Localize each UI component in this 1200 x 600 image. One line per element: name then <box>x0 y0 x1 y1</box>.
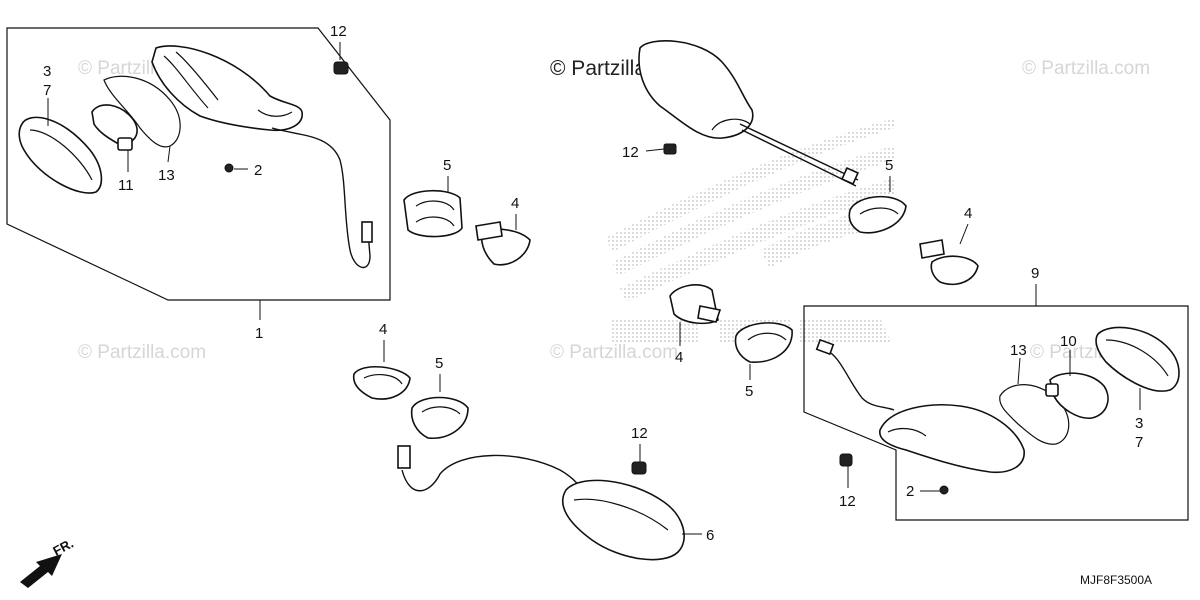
callout-9: 9 <box>1031 265 1039 282</box>
callout-2: 2 <box>254 162 262 179</box>
bracket-part-4[interactable] <box>352 365 411 400</box>
wire-right-upper <box>739 123 859 181</box>
callout-4: 4 <box>379 321 387 338</box>
callout-10: 10 <box>1060 333 1077 350</box>
grommet-part-5[interactable] <box>403 189 463 238</box>
screw-part-12[interactable] <box>839 453 853 467</box>
callout-12: 12 <box>330 23 347 40</box>
front-direction-arrow: FR. <box>20 536 76 588</box>
brand-wing-watermark <box>606 118 895 344</box>
callout-4: 4 <box>511 195 519 212</box>
screw-part-12[interactable] <box>663 143 677 155</box>
gasket-part-13[interactable] <box>999 384 1070 445</box>
callout-12: 12 <box>839 493 856 510</box>
leader-lines <box>47 42 1141 535</box>
lens-part-3[interactable] <box>1095 326 1180 392</box>
grommet-part-5[interactable] <box>410 396 469 439</box>
screw-part-12[interactable] <box>631 461 647 475</box>
callout-12: 12 <box>622 144 639 161</box>
connector-left[interactable] <box>361 221 373 243</box>
grommet-part-5[interactable] <box>848 195 907 234</box>
bracket-part-4[interactable] <box>919 239 979 286</box>
callout-11: 11 <box>118 177 134 194</box>
screw-part-2[interactable] <box>939 485 949 495</box>
screw-part-2[interactable] <box>224 163 234 173</box>
callout-1: 1 <box>255 325 263 342</box>
housing-left[interactable] <box>151 45 303 132</box>
connector-right-lower[interactable] <box>815 338 835 356</box>
wire-right-lower <box>825 349 895 411</box>
callout-13: 13 <box>158 167 175 184</box>
callout-12: 12 <box>631 425 648 442</box>
callout-3: 3 <box>43 63 51 80</box>
housing-right-upper[interactable] <box>638 40 754 139</box>
callout-5: 5 <box>885 157 893 174</box>
callout-7: 7 <box>1135 434 1143 451</box>
callout-4: 4 <box>964 205 972 222</box>
watermark-text: © Partzilla.com <box>78 342 206 363</box>
assembly-box-1 <box>6 27 391 301</box>
gasket-part-13[interactable] <box>103 75 181 148</box>
callout-5: 5 <box>745 383 753 400</box>
wire-left <box>271 127 371 268</box>
grommet-part-5[interactable] <box>734 322 793 363</box>
callout-7: 7 <box>43 82 51 99</box>
callout-4: 4 <box>675 349 683 366</box>
lamp-assembly-part-6[interactable] <box>561 479 685 561</box>
callout-labels: 3 7 11 13 2 12 5 4 1 12 5 4 9 4 5 4 5 12… <box>43 23 1143 544</box>
wire-lower <box>401 454 585 495</box>
watermark-text: © Partzilla.com <box>550 342 678 363</box>
bulb-part-10[interactable] <box>1045 372 1109 419</box>
callout-3: 3 <box>1135 415 1143 432</box>
callout-5: 5 <box>435 355 443 372</box>
assembly-box-9 <box>803 305 1189 521</box>
callout-5: 5 <box>443 157 451 174</box>
watermark-text: © Partzilla.com <box>1022 58 1150 79</box>
connector-right-upper[interactable] <box>841 167 859 185</box>
diagram-code: MJF8F3500A <box>1080 573 1152 587</box>
bracket-part-4[interactable] <box>475 221 531 266</box>
housing-right-lower[interactable] <box>879 404 1025 474</box>
bracket-part-4[interactable] <box>669 284 722 325</box>
callout-6: 6 <box>706 527 714 544</box>
front-label: FR. <box>50 536 76 559</box>
wire-right-upper <box>741 129 857 187</box>
bulb-part-11[interactable] <box>91 104 138 151</box>
lens-part-3[interactable] <box>18 116 103 194</box>
screw-part-12[interactable] <box>333 61 349 75</box>
callout-13: 13 <box>1010 342 1027 359</box>
connector-lower[interactable] <box>397 445 411 469</box>
callout-2: 2 <box>906 483 914 500</box>
